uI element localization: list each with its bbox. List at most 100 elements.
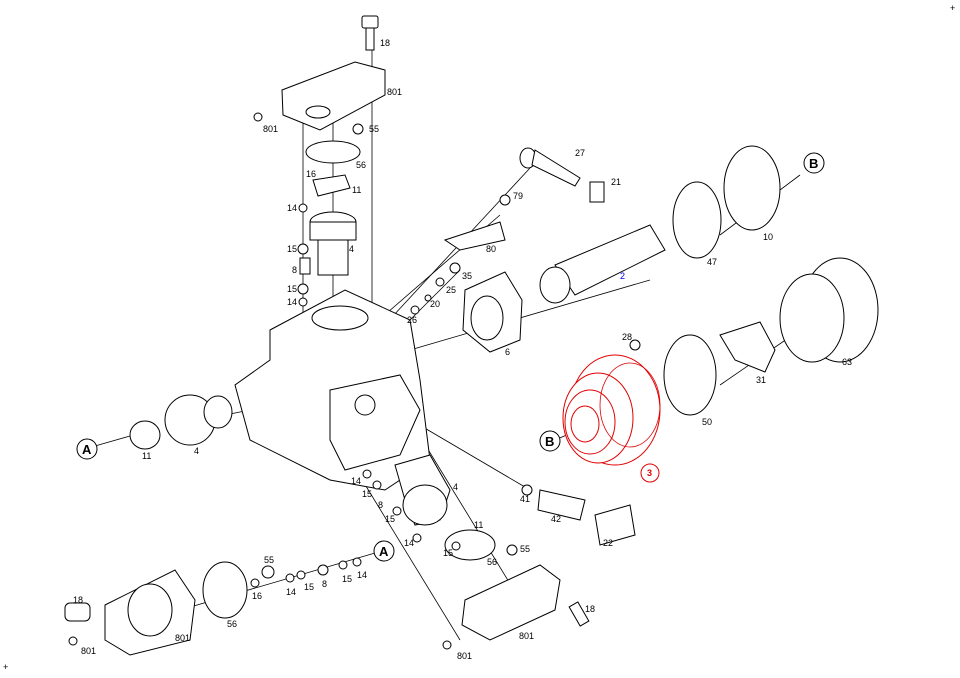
part-label: 56 [227,619,237,629]
bracket-80 [443,221,506,251]
callout-a: A [379,544,389,559]
part-label[interactable]: 2 [620,271,625,281]
part-label: 35 [462,271,472,281]
plate-11-top [312,174,351,197]
part-label: 25 [446,285,456,295]
part-label: 8 [322,579,327,589]
part-labels: 18 801 801 55 56 16 11 14 4 15 8 15 14 2… [3,3,955,672]
coupler-31 [719,321,776,373]
part-label: 15 [342,574,352,584]
part-label: 11 [352,185,361,195]
part-label: 15 [287,244,297,254]
callout-a-circle [76,438,98,460]
nut-6 [462,271,523,353]
part-label: 6 [505,347,510,357]
fitting-27 [519,147,605,203]
callout-a-circle [373,540,395,562]
part-label: 55 [369,124,379,134]
part-label: 63 [842,357,852,367]
part-label: 15 [287,284,297,294]
part-label: 56 [487,557,497,567]
ring-10 [723,145,781,231]
flange-3-highlighted[interactable] [562,354,661,483]
ring-47 [672,181,722,259]
ring-50 [663,334,717,416]
part-label: 801 [175,633,190,643]
part-label: 4 [194,446,199,456]
callout-b: B [809,156,818,171]
seal-56-lower [444,529,496,561]
corner-mark: + [950,3,955,13]
part-label: 21 [611,177,621,187]
part-label: 801 [81,646,96,656]
part-label: 47 [707,257,717,267]
part-label: 801 [519,631,534,641]
seal-56-lower-left [202,561,248,619]
part-label: 22 [603,538,613,548]
part-label: 10 [763,232,773,242]
part-label: 31 [756,375,766,385]
pump-housing [234,289,431,491]
bolt-18-lower-left [64,602,91,622]
fitting-42 [537,489,586,521]
element-4-top [309,211,357,276]
part-label: 14 [287,203,297,213]
part-label: 50 [702,417,712,427]
cover-801-lower-left [104,569,196,656]
part-label: 801 [457,651,472,661]
cover-801-lower-right [461,564,561,641]
part-label: 15 [443,548,453,558]
part-label: 14 [357,570,367,580]
part-label: 15 [362,489,372,499]
part-label: 15 [304,582,314,592]
part-label: 28 [622,332,632,342]
seal-56-top [305,140,361,164]
top-cover-801 [281,61,386,131]
part-label: 801 [387,87,402,97]
callout-a: A [82,442,92,457]
valve-8-top [299,257,311,275]
part-label: 11 [142,451,151,461]
part-label: 55 [520,544,530,554]
part-label: 14 [404,538,414,548]
part-label: 14 [286,587,296,597]
callout-b-circle [803,152,825,174]
shaft-2 [539,224,666,304]
part-label: 8 [292,265,297,275]
part-label-highlighted[interactable]: 3 [647,468,652,478]
bolt-18-top [361,15,379,51]
part-label: 801 [263,124,278,134]
part-label: 26 [407,315,417,325]
part-label: 41 [520,494,530,504]
part-label: 16 [306,169,316,179]
part-label: 56 [356,160,366,170]
part-label: 16 [252,591,262,601]
callout-b-circle [539,430,561,452]
part-label: 4 [349,244,354,254]
bolt-18-lower-right [568,601,590,627]
part-label: 14 [287,297,297,307]
element-4-lower [394,454,451,526]
small-rings [68,112,641,650]
callout-b: B [545,434,554,449]
part-label: 27 [575,148,585,158]
part-label: 80 [486,244,496,254]
element-4-left [164,394,233,446]
cap-22 [594,504,636,546]
part-label: 15 [385,514,395,524]
part-label: 42 [551,514,561,524]
part-label: 18 [380,38,390,48]
corner-mark: + [3,662,8,672]
part-label: 18 [73,595,83,605]
part-label: 55 [264,555,274,565]
part-label: 4 [453,482,458,492]
part-label: 18 [585,604,595,614]
part-label: 20 [430,299,440,309]
part-label: 79 [513,191,523,201]
plate-11-left [129,420,161,450]
part-label: 8 [378,500,383,510]
part-label: 14 [351,476,361,486]
cover-63 [779,257,879,363]
